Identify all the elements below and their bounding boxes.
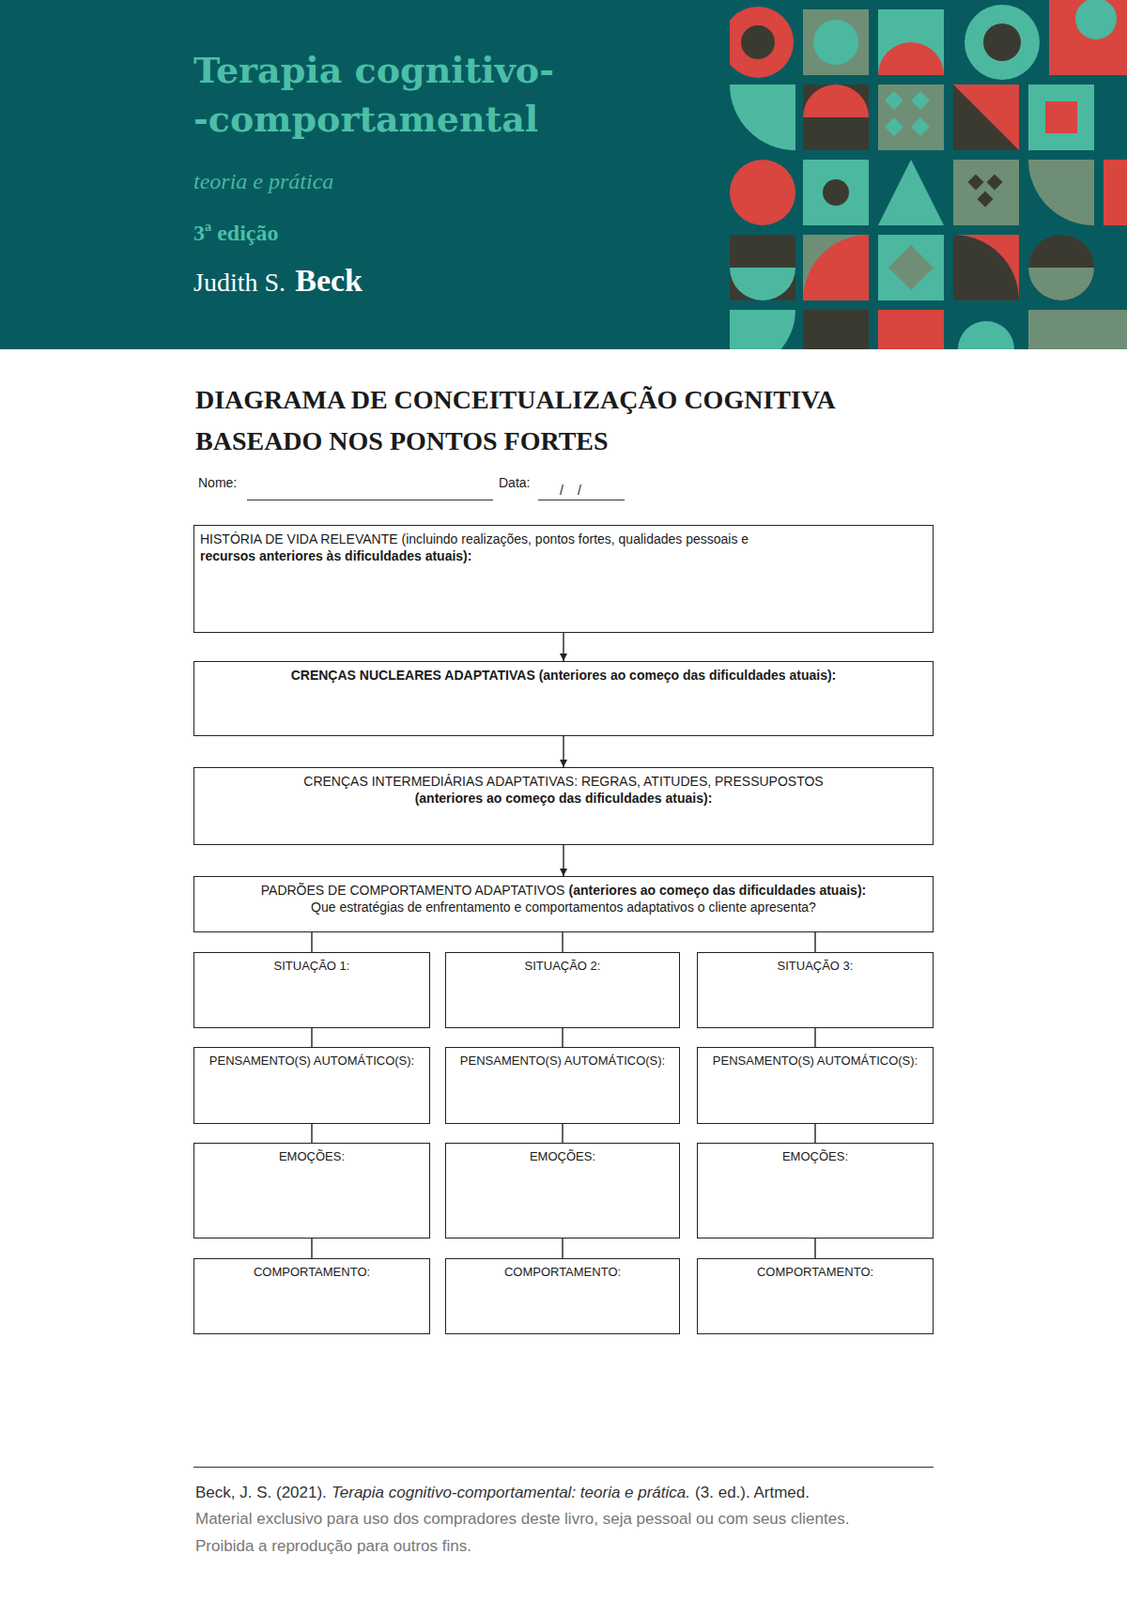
box-text: CRENÇAS NUCLEARES ADAPTATIVAS (anteriore… (291, 667, 837, 683)
text-line: Que estratégias de enfrentamento e compo… (200, 898, 927, 916)
name-line (247, 499, 494, 501)
connector (310, 1124, 312, 1143)
box-text: HISTÓRIA DE VIDA RELEVANTE (incluindo re… (200, 531, 749, 547)
process-box: SITUAÇÃO 1: (193, 952, 431, 1029)
box-text: CRENÇAS INTERMEDIÁRIAS ADAPTATIVAS: REGR… (303, 773, 823, 789)
text-line: CRENÇAS INTERMEDIÁRIAS ADAPTATIVAS: REGR… (200, 772, 927, 790)
box-text: SITUAÇÃO 1: (274, 958, 351, 973)
label-text: Material exclusivo para uso dos comprado… (195, 1510, 850, 1529)
process-box: COMPORTAMENTO: (193, 1258, 431, 1335)
label-text: -comportamental (193, 97, 539, 140)
process-box: PENSAMENTO(S) AUTOMÁTICO(S): (193, 1047, 431, 1125)
geometric-pattern (729, 0, 1127, 350)
box-text: SITUAÇÃO 2: (524, 958, 602, 973)
connector (561, 1028, 563, 1048)
process-box: SITUAÇÃO 2: (445, 952, 680, 1029)
text-line: EMOÇÕES: (448, 1149, 677, 1166)
connector (814, 932, 816, 953)
text-line: COMPORTAMENTO: (197, 1265, 427, 1282)
connector (814, 1124, 816, 1143)
box-text: EMOÇÕES: (529, 1149, 596, 1164)
text-line: SITUAÇÃO 2: (448, 958, 677, 975)
text-line: CRENÇAS NUCLEARES ADAPTATIVAS (anteriore… (200, 666, 927, 684)
process-box: PENSAMENTO(S) AUTOMÁTICO(S): (445, 1047, 680, 1125)
label-text: Judith S. (193, 267, 286, 297)
label-text: Proibida a reprodução para outros fins. (195, 1537, 472, 1557)
box-text: (anteriores ao começo das dificuldades a… (569, 882, 867, 898)
label-text: Terapia cognitivo-comportamental: teoria… (331, 1483, 691, 1502)
connector (562, 845, 564, 877)
text-line: PADRÕES DE COMPORTAMENTO ADAPTATIVOS(ant… (200, 881, 927, 899)
process-box: COMPORTAMENTO: (696, 1258, 934, 1335)
text-line: SITUAÇÃO 1: (197, 958, 427, 975)
box-text: COMPORTAMENTO: (253, 1265, 371, 1280)
box-text: PENSAMENTO(S) AUTOMÁTICO(S): (460, 1053, 665, 1068)
label-text: Beck (294, 262, 363, 298)
box-text: EMOÇÕES: (782, 1149, 849, 1164)
text-line: PENSAMENTO(S) AUTOMÁTICO(S): (700, 1053, 930, 1070)
page-title: DIAGRAMA DE CONCEITUALIZAÇÃO COGNITIVA B… (195, 379, 947, 463)
connector (310, 1028, 312, 1048)
process-box: SITUAÇÃO 3: (696, 952, 934, 1029)
text-line: EMOÇÕES: (197, 1149, 427, 1166)
text-line: (anteriores ao começo das dificuldades a… (200, 789, 927, 807)
text-line: recursos anteriores às dificuldades atua… (200, 547, 927, 565)
process-box: EMOÇÕES: (193, 1142, 431, 1239)
text-line: PENSAMENTO(S) AUTOMÁTICO(S): (197, 1053, 427, 1070)
date-line (538, 499, 625, 501)
process-box: COMPORTAMENTO: (445, 1258, 680, 1335)
process-box: CRENÇAS NUCLEARES ADAPTATIVAS (anteriore… (193, 661, 934, 737)
box-text: recursos anteriores às dificuldades atua… (200, 548, 472, 564)
text-line: PENSAMENTO(S) AUTOMÁTICO(S): (448, 1053, 677, 1070)
text-line: COMPORTAMENTO: (700, 1265, 930, 1282)
label-text: 3ª edição (193, 220, 279, 247)
label-text: / (559, 482, 564, 498)
connector (310, 1238, 312, 1259)
label-line: Beck, J. S. (2021).Terapia cognitivo-com… (195, 1483, 810, 1503)
process-box: CRENÇAS INTERMEDIÁRIAS ADAPTATIVAS: REGR… (193, 767, 934, 846)
box-text: PENSAMENTO(S) AUTOMÁTICO(S): (712, 1053, 918, 1068)
label-text: Data: (498, 475, 530, 491)
process-box: PADRÕES DE COMPORTAMENTO ADAPTATIVOS(ant… (193, 876, 934, 933)
label-line: Judith S. Beck (193, 262, 363, 299)
process-box: EMOÇÕES: (445, 1142, 680, 1239)
label-text: teoria e prática (193, 169, 334, 195)
box-text: PENSAMENTO(S) AUTOMÁTICO(S): (209, 1053, 415, 1068)
box-text: COMPORTAMENTO: (756, 1265, 874, 1280)
connector (561, 1124, 563, 1143)
text-line: HISTÓRIA DE VIDA RELEVANTE (incluindo re… (200, 530, 927, 548)
connector (562, 632, 564, 662)
text-line: SITUAÇÃO 3: (700, 958, 930, 975)
box-text: EMOÇÕES: (278, 1149, 345, 1164)
process-box: EMOÇÕES: (696, 1142, 934, 1239)
text-line: EMOÇÕES: (700, 1149, 930, 1166)
process-box: HISTÓRIA DE VIDA RELEVANTE (incluindo re… (193, 524, 934, 633)
box-text: PADRÕES DE COMPORTAMENTO ADAPTATIVOS (261, 882, 566, 898)
label-text: Terapia cognitivo- (193, 48, 555, 92)
text-line: COMPORTAMENTO: (448, 1265, 677, 1282)
label-text: (3. ed.). Artmed. (694, 1483, 810, 1502)
label-text: / (577, 482, 582, 498)
label-text: Nome: (198, 475, 237, 491)
box-text: (anteriores ao começo das dificuldades a… (415, 790, 713, 806)
footer-rule (193, 1466, 934, 1468)
label-text: Beck, J. S. (2021). (195, 1483, 327, 1502)
connector (814, 1028, 816, 1048)
connector (814, 1238, 816, 1259)
process-box: PENSAMENTO(S) AUTOMÁTICO(S): (696, 1047, 934, 1125)
connector (561, 932, 563, 953)
connector (310, 932, 312, 953)
box-text: COMPORTAMENTO: (504, 1265, 621, 1280)
connector (562, 736, 564, 768)
connector (561, 1238, 563, 1259)
box-text: SITUAÇÃO 3: (777, 958, 854, 973)
box-text: Que estratégias de enfrentamento e compo… (310, 899, 817, 915)
